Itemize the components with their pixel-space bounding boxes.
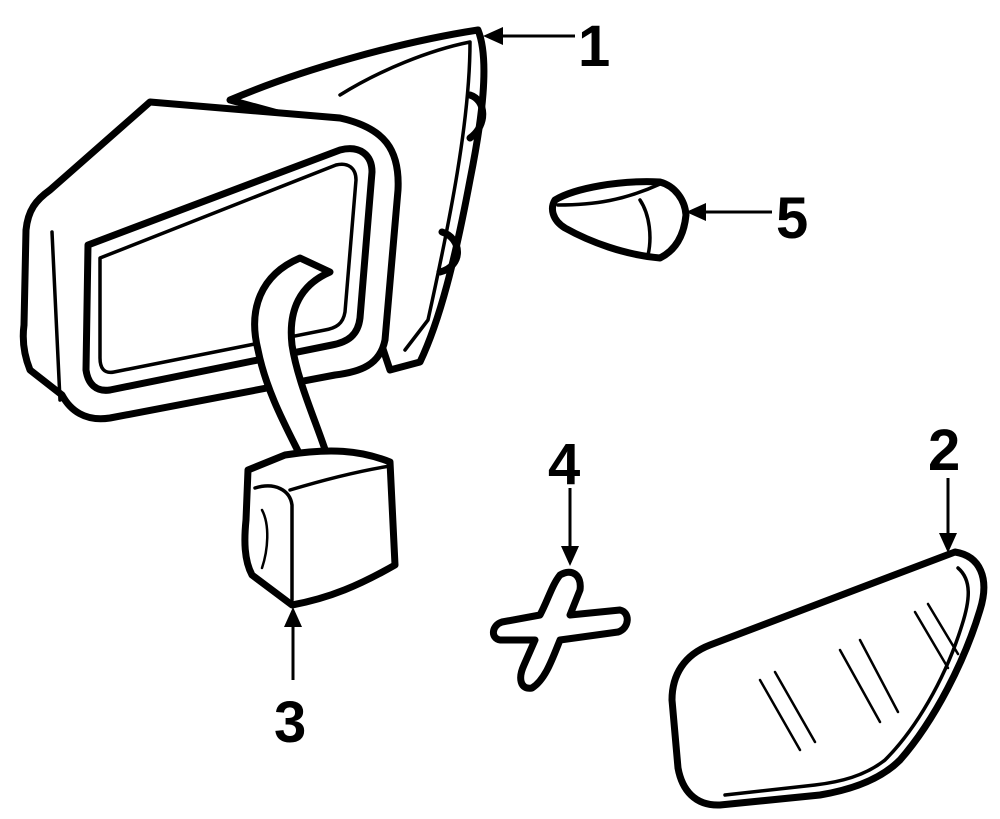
cover-cap [549, 178, 690, 262]
arrowhead-2 [939, 533, 957, 553]
cover-cap-body [549, 178, 690, 262]
housing-bump-lower [436, 228, 461, 276]
callout-5: 5 [776, 186, 808, 251]
retainer-clip [490, 568, 631, 692]
callout-1: 1 [578, 14, 610, 79]
mount-base-front-face [253, 484, 294, 602]
housing-depth-edge [50, 230, 62, 402]
mirror-glass-body [668, 548, 988, 809]
mirror-housing-assembly [19, 26, 488, 469]
glass-glare-1 [758, 678, 802, 752]
cover-cap-edge [556, 182, 662, 207]
callout-labels: 1 2 3 4 5 [274, 14, 960, 755]
cover-cap-ridge [638, 198, 652, 257]
housing-glass-opening [98, 162, 358, 375]
glass-glare-3 [838, 648, 882, 724]
arrowhead-3 [284, 607, 302, 627]
callout-4: 4 [548, 432, 580, 497]
housing-reflection-line [158, 358, 252, 380]
callout-2: 2 [928, 418, 960, 483]
mount-base-top-edge [288, 464, 392, 492]
arrowhead-1 [483, 27, 503, 45]
mount-base-detail [260, 508, 269, 570]
callout-leaders [284, 27, 957, 680]
housing-bump-upper [466, 91, 487, 142]
arrowhead-4 [561, 546, 579, 566]
housing-rear-contour [338, 40, 472, 352]
retainer-clip-body [490, 568, 631, 692]
glass-glare-2 [773, 670, 817, 744]
arrowhead-5 [686, 203, 706, 221]
mirror-glass [668, 548, 988, 809]
callout-3: 3 [274, 690, 306, 755]
glass-glare-5 [913, 610, 950, 670]
mount-base [241, 447, 399, 609]
mirror-housing-bezel [82, 145, 376, 394]
mirror-glass-inner-edge [723, 566, 970, 797]
glass-glare-4 [858, 638, 900, 714]
glass-glare-6 [926, 602, 960, 656]
